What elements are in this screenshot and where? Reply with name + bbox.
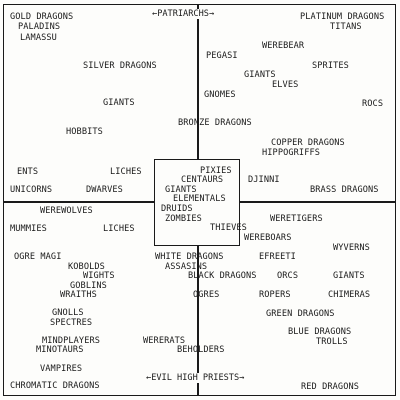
- label-efreeti: EFREETI: [259, 252, 296, 262]
- label-wereboars: WEREBOARS: [244, 233, 292, 243]
- label-weretigers: WERETIGERS: [270, 214, 323, 224]
- label-gnomes: GNOMES: [204, 90, 236, 100]
- label-lamassu: LAMASSU: [20, 33, 57, 43]
- label-druids: DRUIDS: [161, 204, 193, 214]
- label-unicorns: UNICORNS: [10, 185, 53, 195]
- label-vampires: VAMPIRES: [40, 364, 83, 374]
- label-kobolds: KOBOLDS: [68, 262, 105, 272]
- right-arrow-icon: →: [208, 9, 215, 19]
- label-goblins: GOBLINS: [70, 281, 107, 291]
- label-hippogriffs: HIPPOGRIFFS: [262, 148, 321, 158]
- label-elementals: ELEMENTALS: [173, 194, 226, 204]
- label-werebear: WEREBEAR: [262, 41, 305, 51]
- chart-frame: [3, 4, 396, 396]
- label-liches-q3: LICHES: [103, 224, 135, 234]
- label-titans: TITANS: [330, 22, 362, 32]
- right-arrow-icon: →: [239, 373, 245, 383]
- label-ogres: OGRES: [193, 290, 220, 300]
- label-giants-q1: GIANTS: [103, 98, 135, 108]
- neutral-center-box: [154, 159, 240, 246]
- label-silver-dragons: SILVER DRAGONS: [83, 61, 157, 71]
- label-wererats: WERERATS: [143, 336, 186, 346]
- label-platinum-dragons: PLATINUM DRAGONS: [300, 12, 385, 22]
- label-gnolls: GNOLLS: [52, 308, 84, 318]
- label-minotaurs: MINOTAURS: [36, 345, 84, 355]
- label-brass-dragons: BRASS DRAGONS: [310, 185, 379, 195]
- label-werewolves: WEREWOLVES: [40, 206, 93, 216]
- label-beholders: BEHOLDERS: [177, 345, 225, 355]
- top-axis-text: PATRIARCHS: [157, 9, 209, 19]
- label-chromatic-dragons: CHROMATIC DRAGONS: [10, 381, 100, 391]
- label-dwarves: DWARVES: [86, 185, 123, 195]
- label-centaurs: CENTAURS: [181, 175, 224, 185]
- label-paladins: PALADINS: [18, 22, 61, 32]
- top-axis-label: ←PATRIARCHS→: [150, 9, 217, 19]
- label-green-dragons: GREEN DRAGONS: [266, 309, 335, 319]
- label-white-dragons: WHITE DRAGONS: [155, 252, 224, 262]
- label-black-dragons: BLACK DRAGONS: [188, 271, 257, 281]
- label-bronze-dragons: BRONZE DRAGONS: [178, 118, 252, 128]
- label-wyverns: WYVERNS: [333, 243, 370, 253]
- left-arrow-icon: ←: [146, 373, 152, 383]
- label-blue-dragons: BLUE DRAGONS: [288, 327, 352, 337]
- label-orcs: ORCS: [277, 271, 299, 281]
- label-gold-dragons: GOLD DRAGONS: [10, 12, 74, 22]
- label-zombies: ZOMBIES: [165, 214, 202, 224]
- label-mindplayers: MINDPLAYERS: [42, 336, 101, 346]
- label-ents: ENTS: [17, 167, 39, 177]
- label-liches-q1: LICHES: [110, 167, 142, 177]
- label-sprites: SPRITES: [312, 61, 349, 71]
- bottom-axis-label: ←EVIL HIGH PRIESTS→: [144, 373, 247, 383]
- label-chimeras: CHIMERAS: [328, 290, 371, 300]
- label-ogre-magi: OGRE MAGI: [14, 252, 62, 262]
- label-pegasi: PEGASI: [206, 51, 238, 61]
- label-pixies: PIXIES: [200, 166, 232, 176]
- label-trolls: TROLLS: [316, 337, 348, 347]
- label-rocs: ROCS: [362, 99, 384, 109]
- label-mummies: MUMMIES: [10, 224, 47, 234]
- label-spectres: SPECTRES: [50, 318, 93, 328]
- label-ropers: ROPERS: [259, 290, 291, 300]
- label-wraiths: WRAITHS: [60, 290, 97, 300]
- label-giants-q4: GIANTS: [333, 271, 365, 281]
- bottom-axis-text: EVIL HIGH PRIESTS: [151, 373, 240, 383]
- label-thieves: THIEVES: [210, 223, 247, 233]
- label-giants-center: GIANTS: [165, 185, 197, 195]
- label-giants-q2: GIANTS: [244, 70, 276, 80]
- label-hobbits: HOBBITS: [66, 127, 103, 137]
- label-djinni: DJINNI: [248, 175, 280, 185]
- label-elves: ELVES: [272, 80, 299, 90]
- label-copper-dragons: COPPER DRAGONS: [271, 138, 345, 148]
- label-assasins: ASSASINS: [165, 262, 208, 272]
- left-arrow-icon: ←: [152, 9, 158, 19]
- label-red-dragons: RED DRAGONS: [301, 382, 360, 392]
- label-wights: WIGHTS: [83, 271, 115, 281]
